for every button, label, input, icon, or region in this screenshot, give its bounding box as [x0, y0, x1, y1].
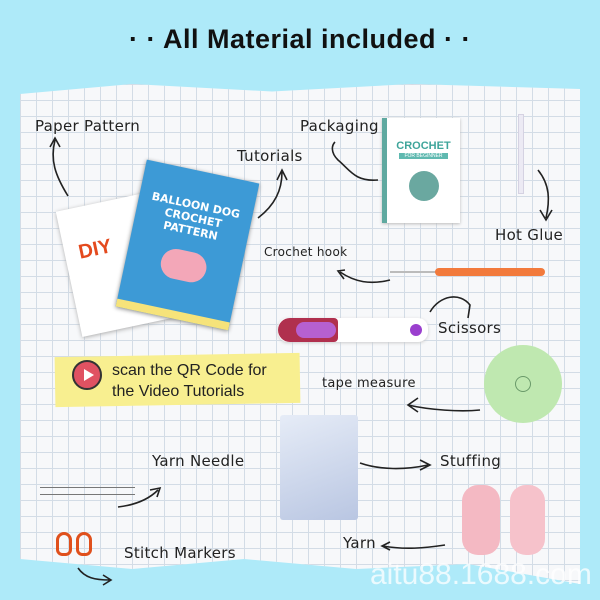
- qr-line-1: scan the QR Code for: [112, 362, 267, 379]
- package-sub: FOR BEGINNER: [399, 153, 448, 159]
- crochet-hook-image: [390, 268, 555, 276]
- booklet-title: BALLOON DOG CROCHET PATTERN: [150, 189, 242, 243]
- package-brand: CROCHET: [396, 140, 451, 152]
- arrow-stuffing: [359, 459, 432, 471]
- stitch-markers-image: [56, 532, 101, 558]
- label-hot-glue: Hot Glue: [495, 226, 564, 244]
- label-stitch-markers: Stitch Markers: [124, 544, 236, 562]
- yarn-ball-image: [408, 171, 439, 201]
- arrow-packaging: [331, 141, 379, 181]
- balloon-dog-image: [157, 246, 209, 285]
- label-stuffing: Stuffing: [440, 452, 502, 470]
- qr-banner-text: scan the QR Code for the Video Tutorials: [112, 360, 267, 402]
- label-tape-measure: tape measure: [322, 376, 416, 391]
- label-scissors: Scissors: [438, 319, 502, 337]
- arrow-scissors: [429, 296, 471, 319]
- label-yarn-needle: Yarn Needle: [152, 452, 245, 470]
- label-yarn: Yarn: [343, 534, 376, 552]
- arrow-hot-glue: [537, 169, 553, 222]
- label-tutorials: Tutorials: [237, 147, 303, 165]
- yarn-skein-2: [510, 485, 545, 555]
- arrow-yarn-needle: [117, 486, 162, 508]
- qr-line-2: the Video Tutorials: [112, 383, 245, 400]
- arrow-tutorials: [257, 168, 288, 219]
- label-crochet-hook: Crochet hook: [264, 245, 348, 259]
- watermark: aitu88.1688.com: [370, 558, 592, 591]
- yarn-skein-1: [462, 485, 500, 555]
- stuffing-bag-image: [280, 415, 358, 520]
- packaging-bag: CROCHET FOR BEGINNER: [382, 118, 460, 223]
- arrow-tape: [406, 397, 481, 413]
- yarn-needles-image: [40, 487, 135, 495]
- tape-measure-image: [484, 345, 562, 423]
- label-packaging: Packaging: [300, 117, 379, 135]
- scissors-image: [278, 318, 428, 342]
- label-paper-pattern: Paper Pattern: [35, 117, 141, 135]
- arrow-stitch-markers: [77, 567, 113, 586]
- arrow-crochet-hook: [336, 269, 391, 284]
- play-tap-icon: [72, 360, 102, 390]
- page-title: · · All Material included · ·: [128, 24, 472, 54]
- arrow-paper-pattern: [49, 136, 69, 197]
- hot-glue-stick: [518, 114, 524, 194]
- arrow-yarn: [380, 541, 446, 551]
